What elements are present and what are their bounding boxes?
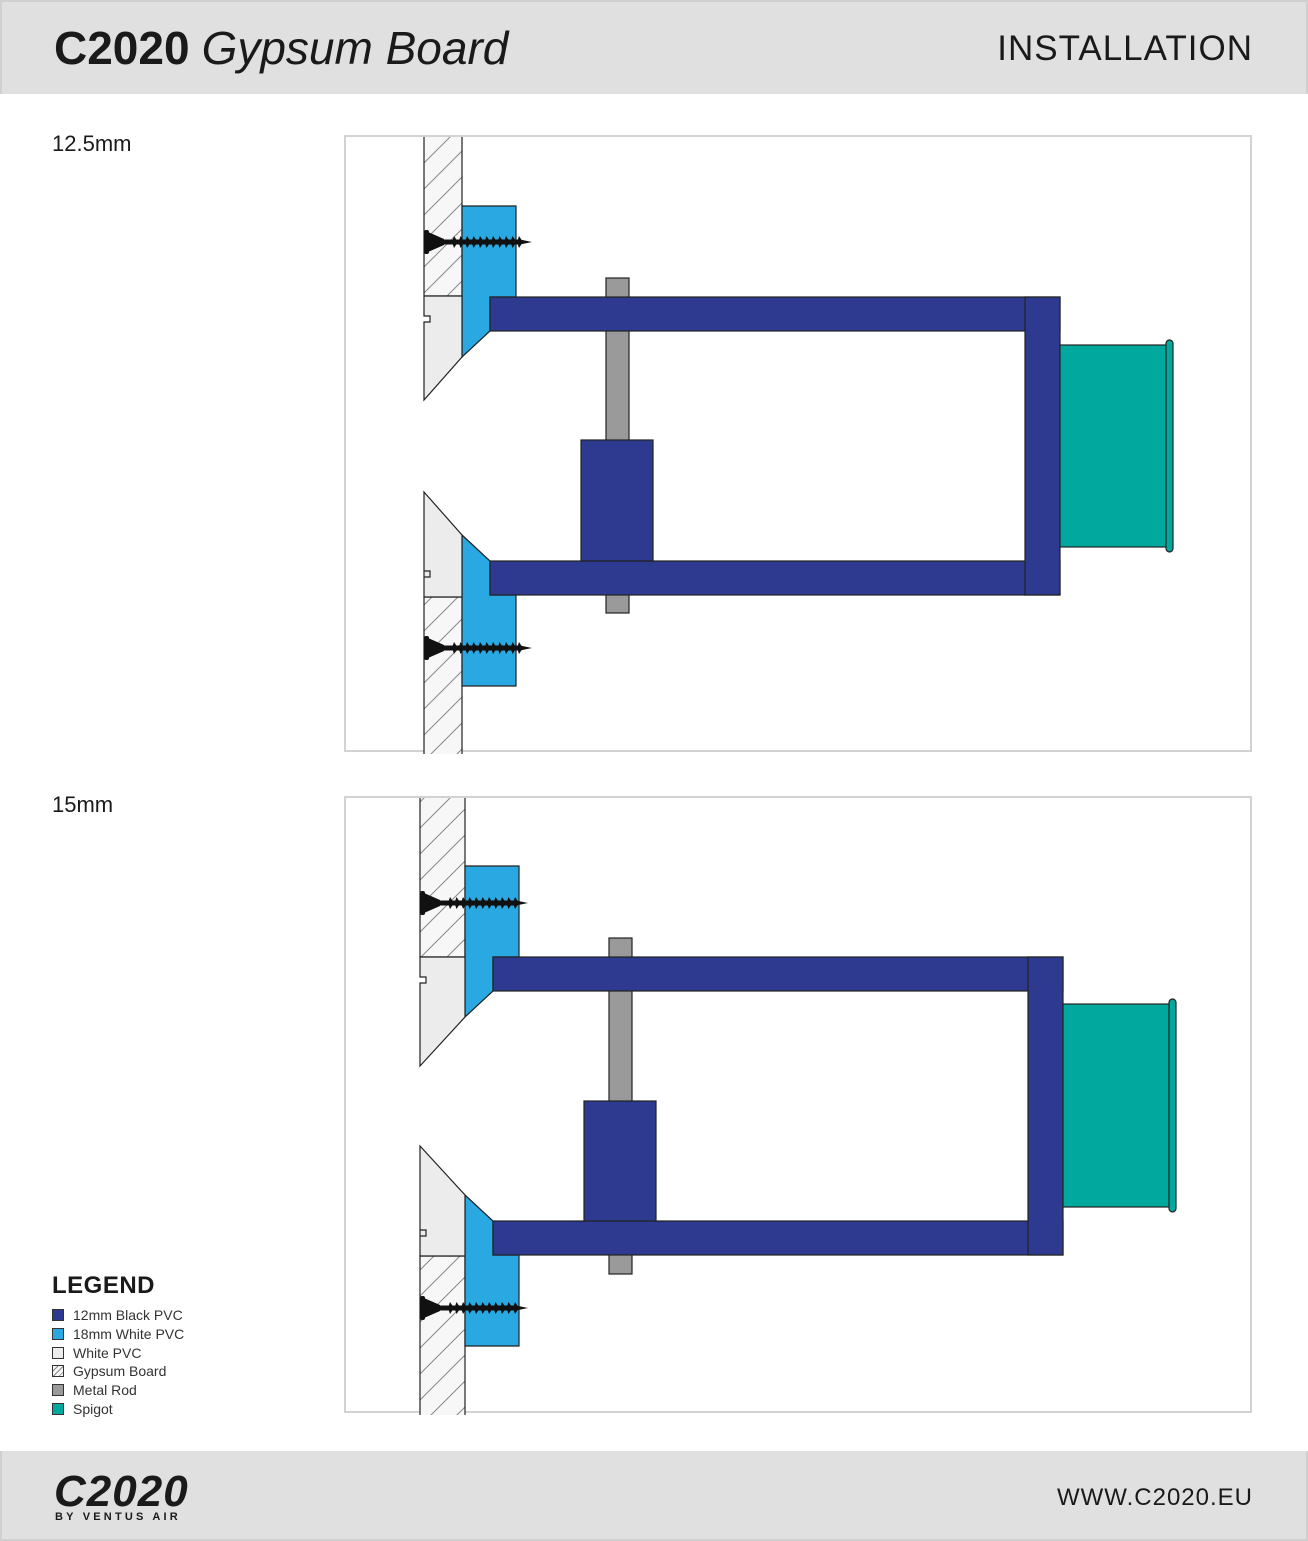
white-pvc-18mm-top bbox=[464, 865, 520, 1019]
diagram-label-12-5mm: 12.5mm bbox=[52, 131, 132, 156]
black-pvc-top-rail bbox=[492, 956, 1064, 992]
screw-icon-bottom bbox=[424, 636, 532, 660]
legend-item-spigot: Spigot bbox=[52, 1399, 184, 1418]
metal-rod-swatch-icon bbox=[52, 1384, 64, 1397]
spigot-body bbox=[1062, 1003, 1172, 1208]
white-pvc-wedge-bottom bbox=[423, 490, 463, 598]
legend-label: Gypsum Board bbox=[73, 1363, 167, 1380]
installation-diagram-15mm bbox=[419, 798, 1177, 1415]
white-pvc-wedge-top bbox=[423, 295, 463, 402]
black-pvc-end-plate bbox=[1027, 956, 1064, 1256]
spigot-swatch-icon bbox=[52, 1402, 64, 1415]
black-pvc-swatch-icon bbox=[52, 1309, 64, 1322]
legend-item-white-pvc: White PVC bbox=[52, 1343, 184, 1362]
screw-icon-top bbox=[424, 230, 532, 254]
legend-item-gypsum-board: Gypsum Board bbox=[52, 1362, 184, 1381]
white-pvc-18mm-bottom bbox=[464, 1193, 520, 1347]
gypsum-board-bottom bbox=[423, 596, 463, 754]
diagram-label-15mm: 15mm bbox=[52, 792, 114, 817]
spigot-body bbox=[1059, 344, 1169, 548]
legend-item-18mm-white-pvc: 18mm White PVC bbox=[52, 1325, 184, 1344]
footer-logo: C2020 bbox=[54, 1467, 189, 1516]
legend-label: 12mm Black PVC bbox=[73, 1307, 183, 1324]
legend-label: Spigot bbox=[73, 1400, 113, 1417]
black-pvc-spacer-block bbox=[580, 439, 654, 562]
gypsum-board-top bbox=[419, 798, 466, 958]
title-product: Gypsum Board bbox=[201, 22, 509, 74]
white-pvc-18mm-swatch-icon bbox=[52, 1328, 64, 1341]
website-link[interactable]: WWW.C2020.EU bbox=[1056, 1484, 1253, 1511]
footer-logo-tagline: BY VENTUS AIR bbox=[55, 1511, 181, 1523]
legend-label: White PVC bbox=[73, 1344, 142, 1361]
legend: LEGEND 12mm Black PVC 18mm White PVC Whi… bbox=[52, 1272, 184, 1418]
legend-item-metal-rod: Metal Rod bbox=[52, 1381, 184, 1400]
white-pvc-swatch-icon bbox=[52, 1346, 64, 1359]
black-pvc-top-rail bbox=[489, 296, 1061, 332]
legend-label: Metal Rod bbox=[73, 1382, 137, 1399]
gypsum-hatch-swatch-icon bbox=[52, 1365, 64, 1378]
black-pvc-spacer-block bbox=[583, 1100, 657, 1222]
diagram-panel-15mm bbox=[344, 796, 1252, 1415]
legend-title: LEGEND bbox=[52, 1272, 156, 1299]
legend-label: 18mm White PVC bbox=[73, 1326, 185, 1343]
black-pvc-bottom-rail bbox=[489, 560, 1061, 596]
black-pvc-bottom-rail bbox=[492, 1220, 1064, 1256]
white-pvc-18mm-bottom bbox=[461, 533, 517, 687]
white-pvc-18mm-top bbox=[461, 205, 517, 359]
white-pvc-wedge-bottom bbox=[419, 1144, 466, 1257]
gypsum-board-bottom bbox=[419, 1255, 466, 1415]
title-brand: C2020 bbox=[54, 22, 190, 74]
footer-bar: C2020 BY VENTUS AIR WWW.C2020.EU bbox=[0, 1451, 1308, 1541]
spigot-lip bbox=[1165, 339, 1174, 553]
gypsum-board-top bbox=[423, 137, 463, 297]
screw-icon-top bbox=[420, 891, 528, 915]
legend-item-12mm-black-pvc: 12mm Black PVC bbox=[52, 1306, 184, 1325]
installation-diagram-12-5mm bbox=[423, 137, 1174, 754]
diagram-panel-12-5mm bbox=[344, 135, 1252, 754]
black-pvc-end-plate bbox=[1024, 296, 1061, 596]
spigot-lip bbox=[1168, 998, 1177, 1213]
white-pvc-wedge-top bbox=[419, 956, 466, 1068]
screw-icon-bottom bbox=[420, 1296, 528, 1320]
section-label: INSTALLATION bbox=[997, 29, 1253, 68]
